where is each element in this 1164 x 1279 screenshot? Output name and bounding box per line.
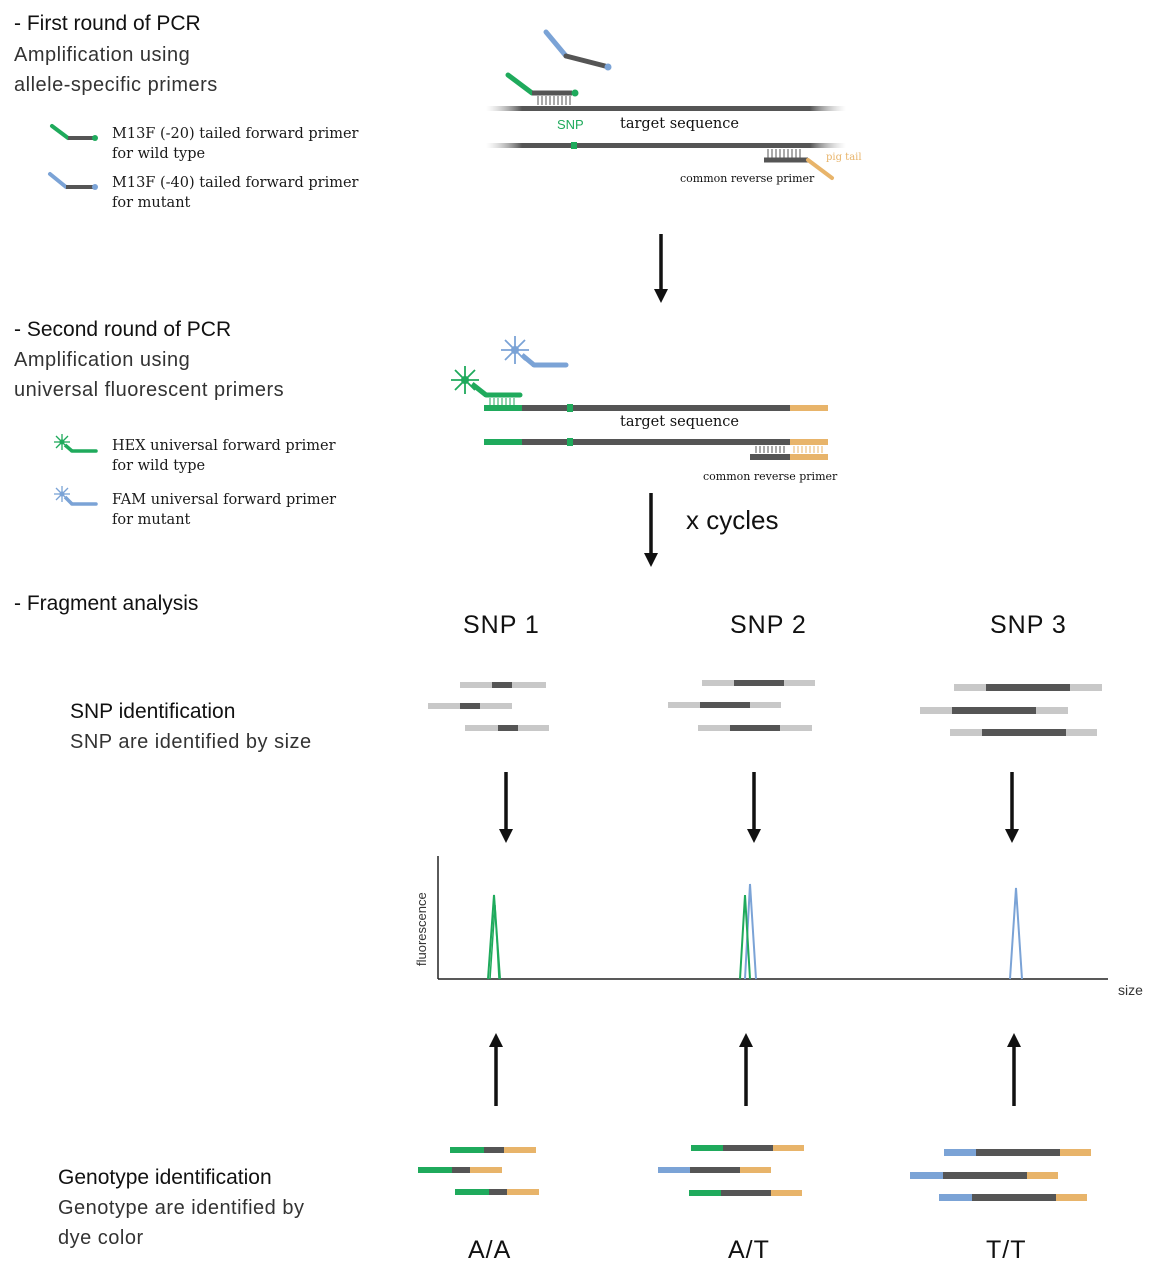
target-sequence-label-1: target sequence — [620, 116, 739, 132]
genotype-tt: T/T — [986, 1236, 1027, 1264]
section1-description-line1: Amplification using — [14, 44, 191, 66]
aa-fragments — [418, 1147, 539, 1195]
genotype-identification-title: Genotype identification — [58, 1166, 272, 1189]
genotype-at: A/T — [728, 1236, 770, 1264]
section1-heading: - First round of PCR — [14, 12, 201, 35]
peak-snp3-blue — [1009, 887, 1023, 980]
snp1-fragments — [428, 682, 549, 731]
legend-m13f40-label: M13F (-40) tailed forward primer for mut… — [112, 175, 359, 211]
snp-label: SNP — [557, 117, 584, 132]
peak-snp2-green — [739, 894, 751, 980]
genotype-to-plot-arrows — [489, 1033, 1021, 1106]
legend-hex-label: HEX universal forward primer for wild ty… — [112, 438, 336, 474]
snp-to-plot-arrows — [499, 772, 1019, 843]
target-sequence-label-2: target sequence — [620, 414, 739, 430]
legend-m13f20-label: M13F (-20) tailed forward primer for wil… — [112, 126, 359, 162]
snp3-title: SNP 3 — [990, 611, 1067, 639]
section1-description-line2: allele-specific primers — [14, 74, 218, 96]
second-round-diagram — [451, 336, 828, 460]
first-round-diagram — [486, 29, 846, 180]
tt-fragments — [910, 1149, 1091, 1201]
section3-heading: - Fragment analysis — [14, 592, 199, 615]
snp2-title: SNP 2 — [730, 611, 807, 639]
snp3-fragments — [920, 684, 1102, 736]
plot-xlabel: size — [1118, 982, 1143, 998]
section2-heading: - Second round of PCR — [14, 318, 232, 341]
section2-description-line2: universal fluorescent primers — [14, 379, 285, 401]
snp1-title: SNP 1 — [463, 611, 540, 639]
genotype-identification-line1: Genotype are identified by — [58, 1197, 305, 1219]
snp-identification-title: SNP identification — [70, 700, 236, 723]
reverse-primer-label-2: common reverse primer — [703, 470, 838, 483]
section2-description-line1: Amplification using — [14, 349, 191, 371]
genotype-identification-line2: dye color — [58, 1227, 144, 1249]
cycles-label: x cycles — [686, 505, 779, 535]
hex-primer-icon — [54, 434, 98, 453]
legend-fam-label: FAM universal forward primer for mutant — [112, 492, 337, 528]
green-tailed-primer-icon — [50, 124, 98, 141]
reverse-primer-label-1: common reverse primer — [680, 172, 815, 185]
at-fragments — [658, 1145, 804, 1196]
fam-primer-icon — [54, 486, 98, 506]
blue-tailed-primer-icon — [48, 172, 98, 190]
snp2-fragments — [668, 680, 815, 731]
pig-tail-label: pig tail — [826, 152, 862, 163]
snp-identification-text: SNP are identified by size — [70, 731, 312, 753]
genotype-aa: A/A — [468, 1236, 512, 1264]
peak-snp2-blue — [744, 883, 757, 980]
fluorescence-plot — [437, 856, 1108, 980]
